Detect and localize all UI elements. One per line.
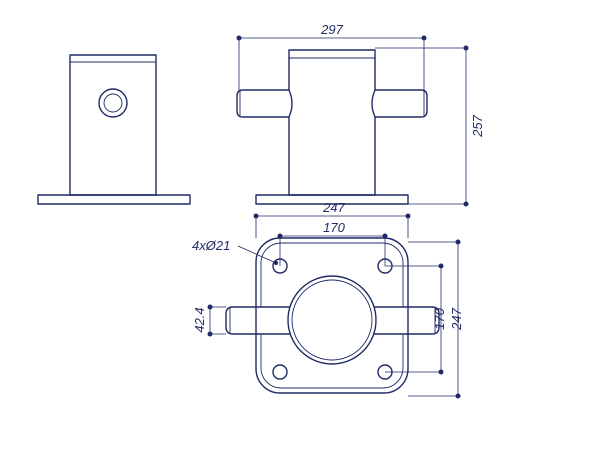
front-arm-inner-circle [103,93,123,113]
dimension-42-4: 42.4 [192,304,226,337]
hole-callout-label: 4xØ21 [192,238,230,253]
dimension-247-horizontal-label: 247 [322,200,345,215]
front-post-body [69,54,157,196]
dimension-247-horizontal: 247 [253,200,411,238]
dimension-170-vertical: 170 [385,263,447,375]
top-post-outer [287,275,377,365]
dimension-42-4-label: 42.4 [192,307,207,332]
dimension-170-horizontal: 170 [277,220,388,266]
front-base-plate [37,194,191,205]
top-view [225,237,440,394]
top-post-inner [291,279,373,361]
front-view [37,54,191,205]
dimension-247-vertical-label: 247 [449,307,464,330]
dimension-257-label: 257 [470,114,485,137]
mounting-hole-bottom-left [272,364,288,380]
dimension-170-vertical-label: 170 [432,307,447,329]
side-post-body [288,49,376,196]
side-right-arm [371,89,428,118]
dimension-257: 257 [375,45,485,207]
dimension-297: 297 [236,22,427,90]
dimension-297-label: 297 [320,22,343,37]
hole-callout: 4xØ21 [192,238,278,265]
front-arm-outer-circle [98,88,128,118]
side-view [236,49,428,205]
dimension-247-vertical: 247 [408,239,464,399]
side-left-arm [236,89,293,118]
dimension-170-horizontal-label: 170 [323,220,345,235]
